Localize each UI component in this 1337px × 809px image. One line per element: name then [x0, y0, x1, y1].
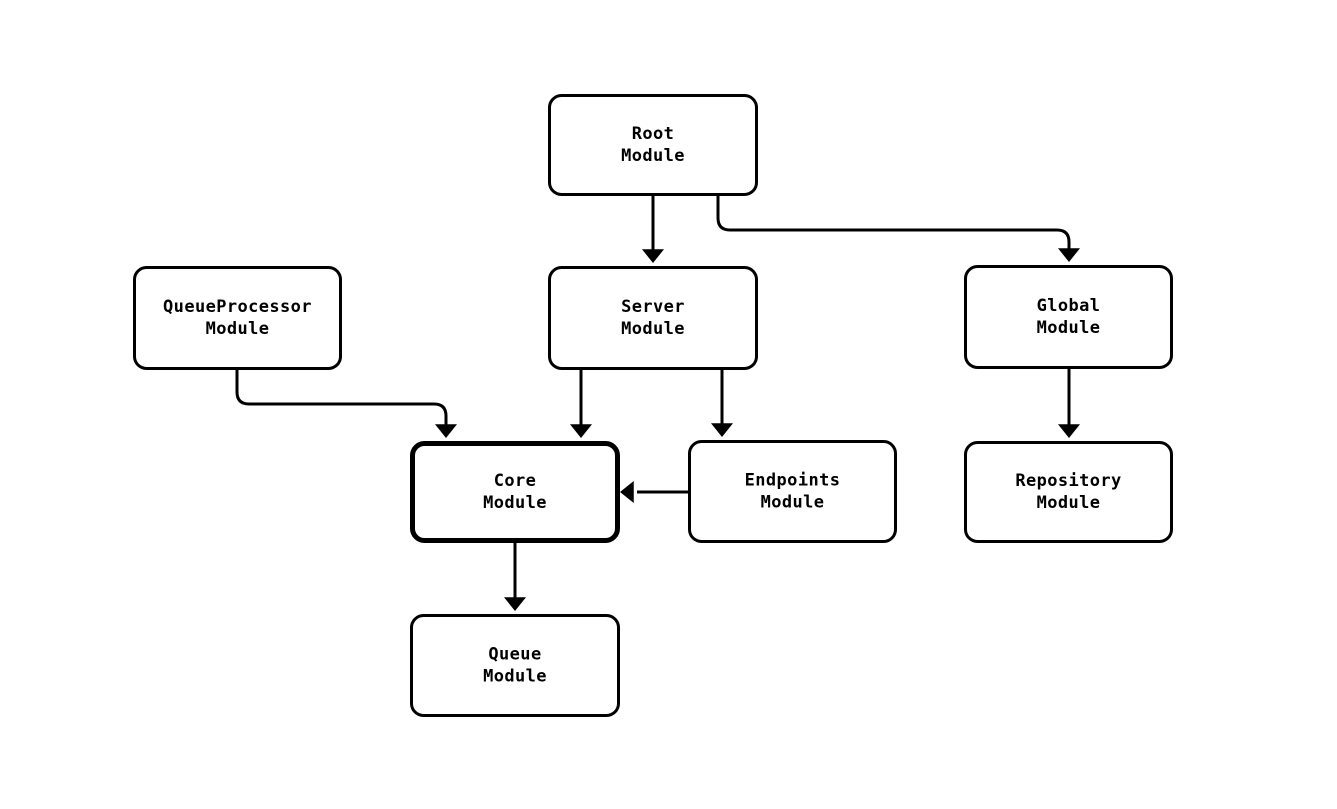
arrowhead-ah-server-core	[570, 424, 592, 438]
node-label-line2-repository: Module	[1037, 493, 1101, 513]
node-box-server[interactable]	[548, 266, 758, 370]
node-label-line1-server: Server	[621, 297, 685, 317]
node-label-line2-queue: Module	[483, 667, 547, 687]
arrowhead-ah-root-global	[1058, 248, 1080, 262]
node-label-line2-endpoints: Module	[761, 493, 825, 513]
arrowhead-ah-core-queue	[504, 597, 526, 611]
node-label-line1-endpoints: Endpoints	[745, 471, 841, 491]
node-box-endpoints[interactable]	[688, 440, 897, 543]
arrowhead-ah-endpoints-core	[620, 481, 634, 503]
node-box-root[interactable]	[548, 94, 758, 196]
arrowhead-ah-qp-core	[435, 424, 457, 438]
node-label-line1-global: Global	[1037, 296, 1101, 316]
edge-root-global	[716, 196, 1071, 251]
node-box-global[interactable]	[964, 265, 1173, 369]
edge-line-root-global	[716, 196, 1071, 251]
node-label-line1-queueprocessor: QueueProcessor	[163, 297, 312, 317]
edge-line-queueprocessor-core	[235, 370, 448, 427]
node-box-queue[interactable]	[410, 614, 620, 717]
node-box-repository[interactable]	[964, 441, 1173, 543]
node-label-line1-core: Core	[494, 471, 537, 491]
node-label-line1-queue: Queue	[488, 645, 541, 665]
arrowhead-ah-root-server	[642, 249, 664, 263]
node-label-line2-queueprocessor: Module	[206, 319, 270, 339]
node-label-line2-server: Module	[621, 319, 685, 339]
node-label-line2-core: Module	[483, 493, 547, 513]
nodes-layer: RootModuleQueueProcessorModuleServerModu…	[133, 94, 1173, 717]
arrowhead-ah-server-endpoints	[711, 423, 733, 437]
edge-queueprocessor-core	[235, 370, 448, 427]
node-box-core[interactable]	[410, 441, 620, 543]
node-box-queueprocessor[interactable]	[133, 266, 342, 370]
node-label-line1-repository: Repository	[1015, 471, 1121, 491]
node-label-line1-root: Root	[632, 124, 675, 144]
arrowhead-ah-global-repo	[1058, 424, 1080, 438]
edges-layer	[235, 196, 1080, 611]
node-label-line2-global: Module	[1037, 318, 1101, 338]
node-label-line2-root: Module	[621, 146, 685, 166]
